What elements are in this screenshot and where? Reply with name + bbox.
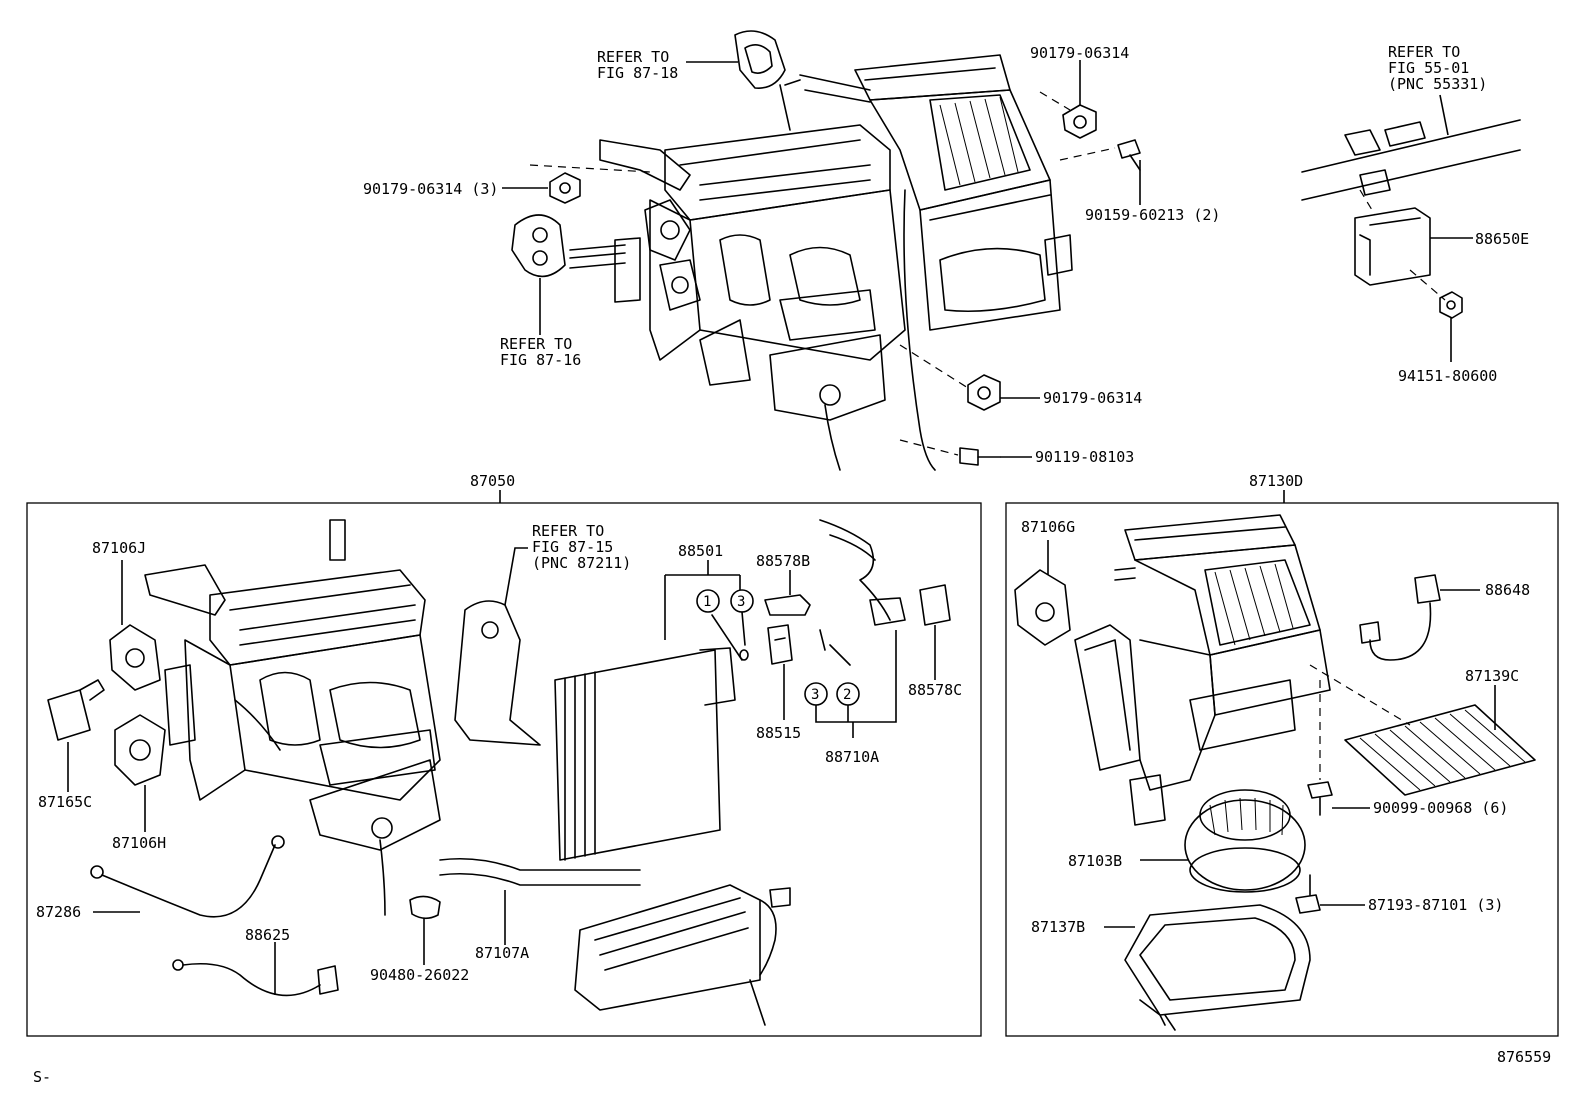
resistor-88648-icon xyxy=(1359,574,1441,661)
label-88648: 88648 xyxy=(1485,581,1530,599)
label-refer-87-15-l3: (PNC 87211) xyxy=(532,554,631,572)
amplifier-88650E-icon xyxy=(1354,207,1431,286)
ac-unit-assembly xyxy=(569,54,1073,471)
label-88710A: 88710A xyxy=(825,748,879,766)
label-90179-06314-top: 90179-06314 xyxy=(1030,44,1129,62)
screw-90099-00968-icon xyxy=(1307,781,1333,816)
label-90480-26022: 90480-26022 xyxy=(370,966,469,984)
label-87050: 87050 xyxy=(470,472,515,490)
label-87139C: 87139C xyxy=(1465,667,1519,685)
wire-88625-icon xyxy=(172,959,339,997)
sensor-87165C-icon xyxy=(47,679,105,741)
nut-90179-06314-top-icon xyxy=(1062,104,1097,139)
shield-87-15-icon xyxy=(454,600,541,746)
label-87165C: 87165C xyxy=(38,793,92,811)
label-refer-87-16-l1: REFER TO xyxy=(500,335,572,353)
nut-94151-80600-icon xyxy=(1439,291,1463,319)
label-circle-3a: 3 xyxy=(737,594,745,610)
label-87107A: 87107A xyxy=(475,944,529,962)
label-87106H: 87106H xyxy=(112,834,166,852)
evaporator-88501-icon xyxy=(554,647,736,861)
label-88650E: 88650E xyxy=(1475,230,1529,248)
label-88578B: 88578B xyxy=(756,552,810,570)
filter-87139C-icon xyxy=(1344,704,1536,796)
nut-90179-06314-mid-icon xyxy=(967,374,1001,411)
servo-87106J-icon xyxy=(109,624,161,691)
seal-87-18-icon xyxy=(734,30,786,89)
label-refer-87-15-l2: FIG 87-15 xyxy=(532,538,613,556)
servo-87106H-icon xyxy=(114,714,166,786)
label-refer-55-01-l3: (PNC 55331) xyxy=(1388,75,1487,93)
label-90179-06314-3: 90179-06314 (3) xyxy=(363,180,498,198)
heater-core-87107A-icon xyxy=(439,857,791,1026)
label-88501: 88501 xyxy=(678,542,723,560)
blower-case-87130D xyxy=(1074,514,1331,826)
label-87130D: 87130D xyxy=(1249,472,1303,490)
seal-87-16-icon xyxy=(511,214,566,278)
nut-90179-06314-3-icon xyxy=(549,172,581,204)
label-87106J: 87106J xyxy=(92,539,146,557)
pipe-88710A-icon xyxy=(819,519,906,626)
bolt-90119-08103-icon xyxy=(959,447,1001,466)
heater-case-87050 xyxy=(144,519,441,916)
label-circle-3b: 3 xyxy=(811,687,819,703)
label-circle-1: 1 xyxy=(703,594,711,610)
label-87103B: 87103B xyxy=(1068,852,1122,870)
label-88578C: 88578C xyxy=(908,681,962,699)
label-88515: 88515 xyxy=(756,724,801,742)
valve-88515-icon xyxy=(767,624,793,665)
circle-label-1 xyxy=(696,589,720,613)
screw-87193-87101-icon xyxy=(1295,874,1321,914)
wire-harness-55331 xyxy=(1301,94,1521,201)
label-87286: 87286 xyxy=(36,903,81,921)
labels: REFER TO FIG 87-18 90179-06314 90179-063… xyxy=(33,43,1551,1086)
corner-mark: S- xyxy=(33,1068,51,1086)
servo-87106G-icon xyxy=(1014,569,1071,646)
insulator-88578C-icon xyxy=(919,584,951,626)
label-90179-06314-mid: 90179-06314 xyxy=(1043,389,1142,407)
label-90119-08103: 90119-08103 xyxy=(1035,448,1134,466)
bracket-88578B-icon xyxy=(764,594,811,616)
label-88625: 88625 xyxy=(245,926,290,944)
label-refer-55-01-l2: FIG 55-01 xyxy=(1388,59,1469,77)
label-refer-87-18-l1: REFER TO xyxy=(597,48,669,66)
bolt-90159-60213-icon xyxy=(1117,139,1141,171)
blower-motor-87103B-icon xyxy=(1184,789,1306,893)
figure-number: 876559 xyxy=(1497,1048,1551,1066)
label-94151-80600: 94151-80600 xyxy=(1398,367,1497,385)
label-refer-87-16-l2: FIG 87-16 xyxy=(500,351,581,369)
blower-case-87137B-icon xyxy=(1124,904,1311,1031)
label-87106G: 87106G xyxy=(1021,518,1075,536)
group-box-87130D xyxy=(1005,502,1559,1037)
label-87137B: 87137B xyxy=(1031,918,1085,936)
label-90159-60213: 90159-60213 (2) xyxy=(1085,206,1220,224)
grommet-90480-26022-icon xyxy=(409,895,441,920)
label-circle-2: 2 xyxy=(843,687,851,703)
wire-87286-icon xyxy=(90,835,285,918)
label-90099-00968: 90099-00968 (6) xyxy=(1373,799,1508,817)
label-87193-87101: 87193-87101 (3) xyxy=(1368,896,1503,914)
label-refer-87-15-l1: REFER TO xyxy=(532,522,604,540)
label-refer-55-01-l1: REFER TO xyxy=(1388,43,1460,61)
label-refer-87-18-l2: FIG 87-18 xyxy=(597,64,678,82)
group-box-87050 xyxy=(26,502,982,1037)
